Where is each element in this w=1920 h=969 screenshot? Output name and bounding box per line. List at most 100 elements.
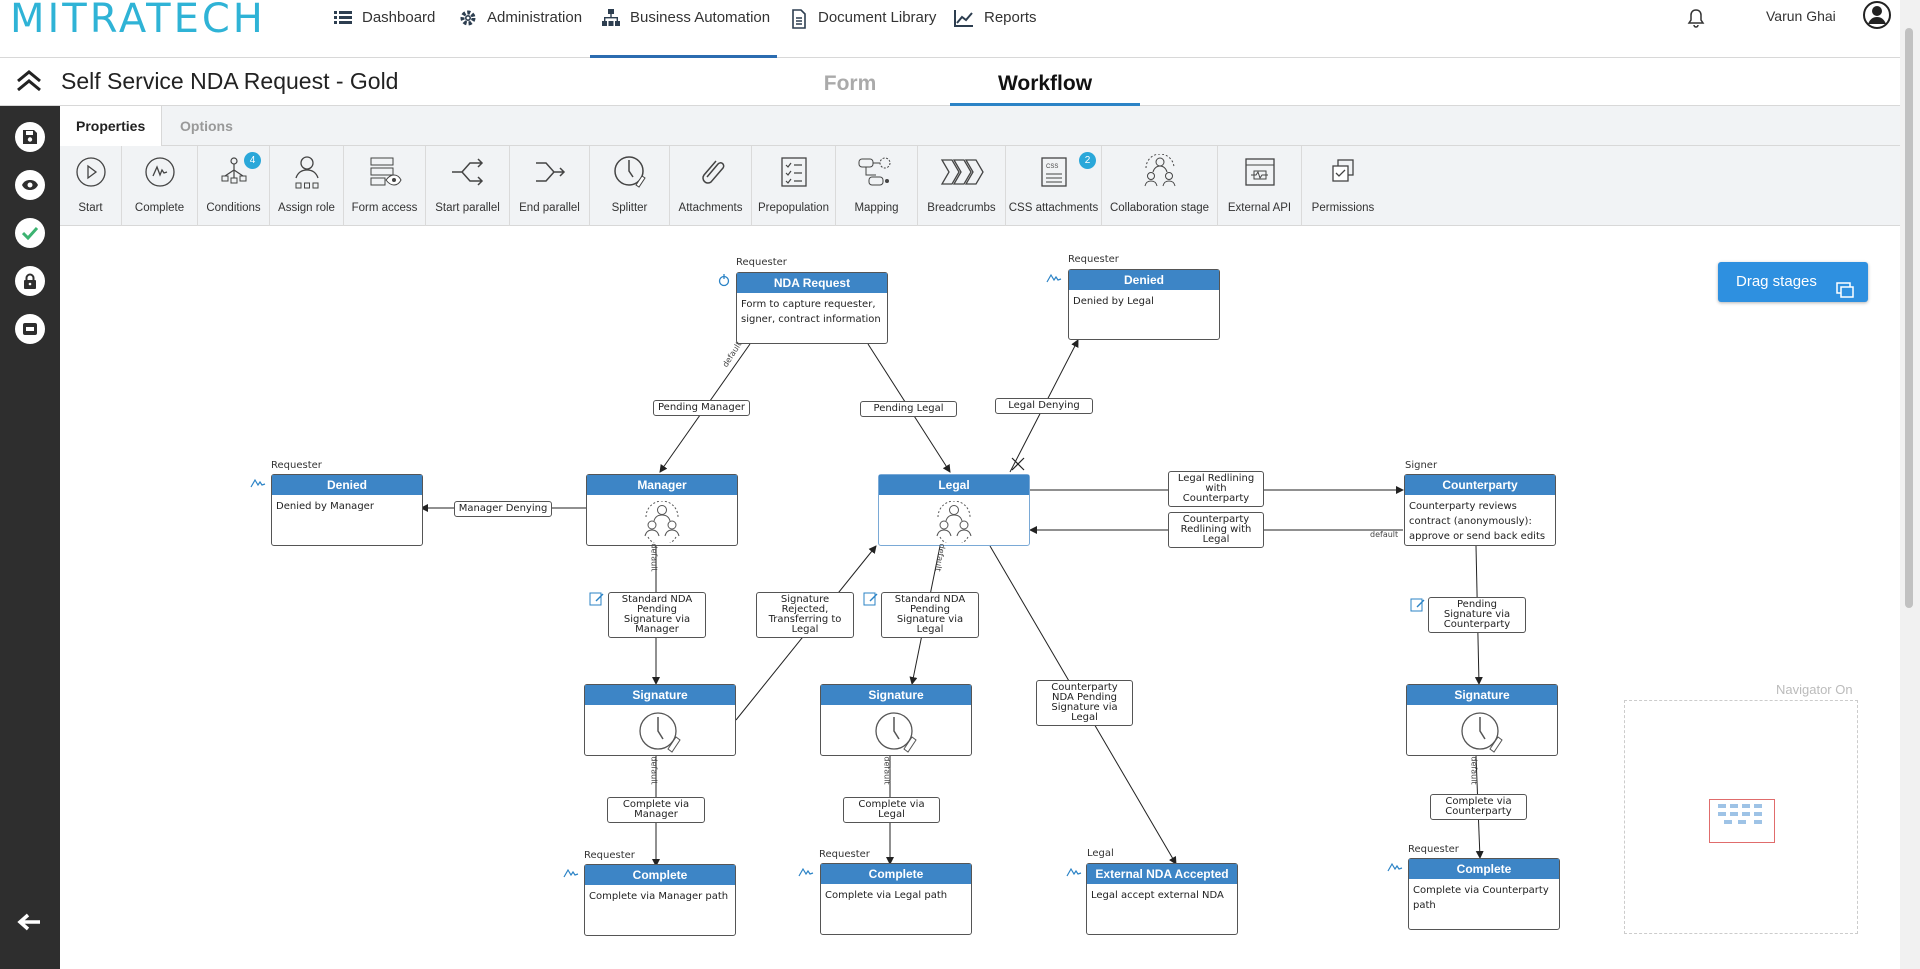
publish-icon[interactable] <box>15 314 45 344</box>
collaboration-icon <box>587 495 737 543</box>
stage-complete-manager[interactable]: Complete Complete via Manager path <box>584 864 736 936</box>
stage-signature-manager[interactable]: Signature <box>584 684 736 756</box>
navigator-viewport[interactable] <box>1709 799 1775 843</box>
tab-properties[interactable]: Properties <box>60 106 163 147</box>
complete-stage-icon <box>1046 271 1062 289</box>
tool-form-access-label: Form access <box>351 202 418 214</box>
default-edge-tag: default <box>649 756 659 785</box>
complete-stage-icon <box>1066 865 1082 883</box>
tab-workflow[interactable]: Workflow <box>950 72 1140 106</box>
notifications-bell-icon[interactable] <box>1687 8 1705 33</box>
stage-signature-counterparty[interactable]: Signature <box>1406 684 1558 756</box>
stage-nda-request[interactable]: NDA Request Form to capture requester, s… <box>736 272 888 344</box>
form-edit-icon <box>1410 597 1426 618</box>
tool-start[interactable]: Start <box>60 146 122 226</box>
tool-conditions-label: Conditions <box>206 202 261 214</box>
transition-label[interactable]: Complete via Legal <box>843 797 940 823</box>
collaboration-icon <box>1144 154 1175 187</box>
transition-label[interactable]: Manager Denying <box>454 501 552 517</box>
scrollbar-thumb[interactable] <box>1905 28 1913 608</box>
tool-complete[interactable]: Complete <box>122 146 198 226</box>
tool-mapping[interactable]: Mapping <box>836 146 918 226</box>
tool-breadcrumbs[interactable]: Breadcrumbs <box>918 146 1006 226</box>
stage-manager[interactable]: Manager <box>586 474 738 546</box>
stage-toolbar: Start Complete 4 Conditions Assign role … <box>60 146 1900 226</box>
hierarchy-icon <box>602 9 620 26</box>
nav-document-library[interactable]: Document Library <box>790 0 936 58</box>
nav-dashboard[interactable]: Dashboard <box>334 0 435 58</box>
tab-form[interactable]: Form <box>823 72 877 95</box>
svg-text:CSS: CSS <box>1046 164 1058 170</box>
stages-icon <box>1836 274 1854 314</box>
complete-stage-icon <box>1387 860 1403 878</box>
transition-label[interactable]: Legal Denying <box>995 398 1093 414</box>
transition-label[interactable]: Counterparty NDA Pending Signature via L… <box>1036 680 1133 726</box>
transition-label[interactable]: Pending Legal <box>860 401 957 417</box>
lock-icon[interactable] <box>15 266 45 296</box>
role-label: Requester <box>1068 254 1119 265</box>
workflow-canvas[interactable] <box>60 226 1900 969</box>
nav-reports-label: Reports <box>984 9 1037 26</box>
default-edge-tag: default <box>1469 756 1479 785</box>
back-arrow-icon[interactable] <box>16 912 42 937</box>
api-window-icon <box>1244 158 1275 186</box>
navigator-label[interactable]: Navigator On <box>1776 682 1853 697</box>
tool-collaboration-stage[interactable]: Collaboration stage <box>1102 146 1218 226</box>
navigator-panel[interactable] <box>1624 700 1858 934</box>
stage-denied-manager[interactable]: Denied Denied by Manager <box>271 474 423 546</box>
signature-clock-icon <box>1407 705 1557 753</box>
transition-label[interactable]: Pending Signature via Counterparty <box>1428 597 1526 633</box>
stage-complete-legal[interactable]: Complete Complete via Legal path <box>820 863 972 935</box>
validate-check-icon[interactable] <box>15 218 45 248</box>
transition-label[interactable]: Standard NDA Pending Signature via Manag… <box>608 592 706 638</box>
tool-splitter[interactable]: Splitter <box>590 146 670 226</box>
stage-complete-counterparty[interactable]: Complete Complete via Counterparty path <box>1408 858 1560 930</box>
tool-end-parallel[interactable]: End parallel <box>510 146 590 226</box>
nav-reports[interactable]: Reports <box>954 0 1037 58</box>
deny-x-icon <box>1011 457 1025 471</box>
vertical-scrollbar[interactable] <box>1900 0 1920 969</box>
transition-label[interactable]: Complete via Counterparty <box>1430 794 1527 820</box>
tool-prepopulation[interactable]: Prepopulation <box>752 146 836 226</box>
transition-label[interactable]: Complete via Manager <box>607 797 705 823</box>
complete-signature-icon <box>144 157 175 187</box>
tool-assign-role[interactable]: Assign role <box>270 146 344 226</box>
user-avatar-icon[interactable] <box>1862 0 1892 35</box>
transition-label[interactable]: Signature Rejected, Transferring to Lega… <box>756 592 854 638</box>
tool-attachments[interactable]: Attachments <box>670 146 752 226</box>
stage-signature-legal[interactable]: Signature <box>820 684 972 756</box>
tool-form-access[interactable]: Form access <box>344 146 426 226</box>
breadcrumbs-icon <box>940 159 984 185</box>
drag-stages-button[interactable]: Drag stages <box>1718 262 1868 302</box>
save-icon[interactable] <box>15 122 45 152</box>
start-stage-icon <box>717 273 731 292</box>
stage-legal[interactable]: Legal <box>878 474 1030 546</box>
tool-permissions[interactable]: Permissions <box>1302 146 1384 226</box>
transition-label[interactable]: Pending Manager <box>653 400 750 416</box>
stage-external-nda-accepted[interactable]: External NDA Accepted Legal accept exter… <box>1086 863 1238 935</box>
transition-label[interactable]: Legal Redlining with Counterparty <box>1168 471 1264 507</box>
collaboration-icon <box>879 495 1029 543</box>
tool-start-parallel[interactable]: Start parallel <box>426 146 510 226</box>
merge-arrows-icon <box>535 162 565 182</box>
preview-eye-icon[interactable] <box>15 170 45 200</box>
nav-business-automation[interactable]: Business Automation <box>590 0 777 58</box>
stage-counterparty[interactable]: Counterparty Counterparty reviews contra… <box>1404 474 1556 546</box>
tool-conditions[interactable]: 4 Conditions <box>198 146 270 226</box>
mapping-icon <box>858 157 890 186</box>
user-name[interactable]: Varun Ghai <box>1766 8 1836 24</box>
tool-css-attachments[interactable]: CSS 2 CSS attachments <box>1006 146 1102 226</box>
nav-administration[interactable]: Administration <box>459 0 582 58</box>
transition-label[interactable]: Counterparty Redlining with Legal <box>1168 512 1264 548</box>
tab-options[interactable]: Options <box>180 118 233 134</box>
stage-description: Form to capture requester, signer, contr… <box>741 299 881 325</box>
stage-title: Legal <box>879 475 1029 495</box>
tool-css-attachments-label: CSS attachments <box>1008 202 1099 214</box>
tool-external-api[interactable]: External API <box>1218 146 1302 226</box>
stage-title: Signature <box>1407 685 1557 705</box>
nav-administration-label: Administration <box>487 9 583 26</box>
conditions-badge: 4 <box>244 152 261 169</box>
transition-label[interactable]: Standard NDA Pending Signature via Legal <box>881 592 979 638</box>
stage-denied-legal[interactable]: Denied Denied by Legal <box>1068 269 1220 340</box>
collapse-chevron-up-icon[interactable] <box>14 68 44 99</box>
